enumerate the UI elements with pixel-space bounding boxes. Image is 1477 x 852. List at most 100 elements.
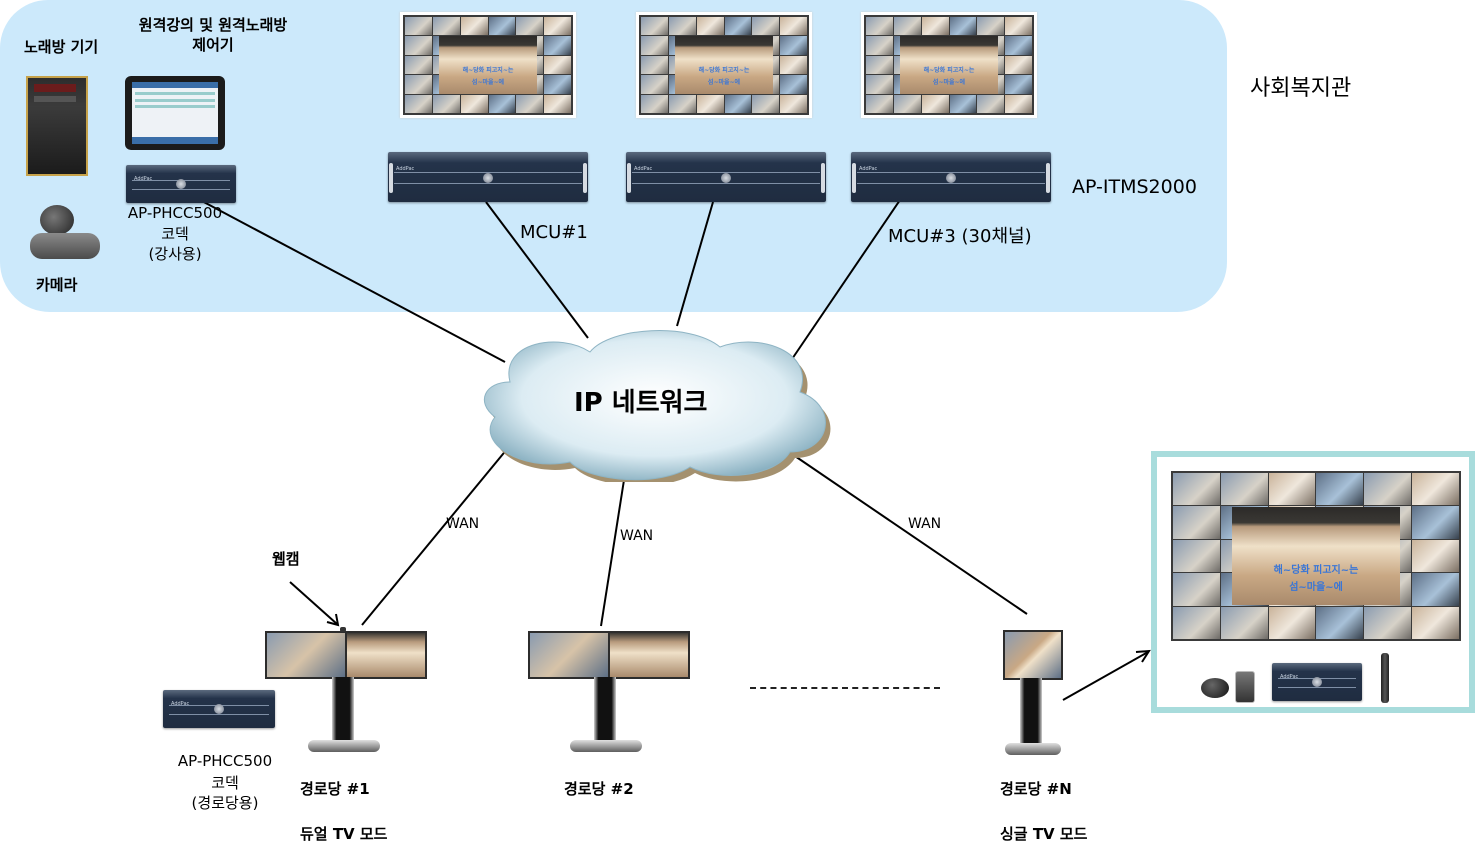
power-knob-icon	[1312, 677, 1322, 688]
detail-arrowhead	[1135, 649, 1151, 663]
video-tile	[1005, 55, 1032, 75]
video-tile	[1005, 75, 1032, 94]
karaoke-machine-icon	[26, 76, 88, 176]
brand-text: AddPac	[396, 166, 415, 172]
video-tile	[752, 17, 780, 36]
ptz-camera-icon	[30, 203, 100, 261]
mcu2-server: AddPac	[626, 152, 826, 202]
rack-handle	[852, 163, 856, 193]
video-tile	[668, 17, 696, 36]
brand-text: AddPac	[859, 166, 878, 172]
mcu1-label: MCU#1	[520, 222, 588, 243]
video-tile	[1412, 473, 1459, 506]
video-tile	[1316, 606, 1364, 639]
video-tile	[405, 94, 432, 113]
camera-label: 카메라	[36, 276, 78, 294]
video-tile	[696, 94, 724, 113]
brand-text: AddPac	[171, 700, 190, 707]
video-tile	[641, 55, 668, 75]
video-tile	[977, 94, 1005, 113]
lyric-line2: 섬~마을~에	[471, 78, 505, 86]
video-tile	[1316, 473, 1364, 506]
video-tile	[1220, 606, 1268, 639]
power-knob-icon	[214, 704, 224, 715]
video-tile	[488, 94, 516, 113]
video-tile	[488, 17, 516, 36]
video-tile	[921, 17, 949, 36]
video-tile	[460, 17, 488, 36]
mouse-icon	[1201, 678, 1229, 698]
video-tile	[1364, 606, 1412, 639]
site1-stand-base	[308, 740, 380, 752]
power-knob-icon	[946, 172, 956, 183]
lyric-line1: 해~당화 피고지~는	[923, 67, 975, 74]
instructor-codec-type: 코덱	[161, 225, 189, 243]
video-tile	[1173, 506, 1220, 539]
webcam-pointer-arrow	[289, 581, 338, 625]
site2-stand-base	[570, 740, 642, 752]
video-tile	[1412, 506, 1459, 539]
more-sites-ellipsis	[750, 687, 940, 689]
video-tile	[752, 94, 780, 113]
video-tile	[1412, 573, 1459, 606]
video-tile	[1173, 606, 1220, 639]
video-tile	[893, 17, 921, 36]
lyric-line1: 해~당화 피고지~는	[462, 67, 514, 74]
site2-tv-left	[528, 631, 610, 679]
detail-video-wall: 해~당화 피고지~는 섬~마을~에	[1171, 471, 1461, 641]
detail-lyric-line1: 해~당화 피고지~는	[1273, 564, 1359, 576]
video-tile	[866, 17, 893, 36]
detail-lyric-line2: 섬~마을~에	[1289, 581, 1343, 593]
site1-stand-pole	[332, 677, 354, 745]
mcu-model-label: AP-ITMS2000	[1072, 176, 1197, 198]
rack-handle	[389, 163, 393, 193]
site2-stand-pole	[594, 677, 616, 745]
siten-stand-base	[1005, 743, 1061, 755]
video-tile	[780, 17, 807, 36]
video-tile	[1412, 539, 1459, 573]
video-tile	[949, 17, 977, 36]
site-codec-use: (경로당용)	[191, 794, 259, 812]
video-tile	[866, 94, 893, 113]
mcu1-server: AddPac	[388, 152, 588, 202]
rack-handle	[583, 163, 587, 193]
video-tile	[921, 94, 949, 113]
site1-tv-right	[345, 631, 427, 679]
region-title: 사회복지관	[1250, 76, 1352, 101]
video-tile	[516, 94, 544, 113]
video-tile	[1173, 539, 1220, 573]
webcam-arrowhead	[326, 613, 340, 627]
video-tile	[1005, 17, 1032, 36]
wan-label-siten: WAN	[908, 516, 942, 532]
video-tile	[405, 36, 432, 55]
site1-tv-left	[265, 631, 347, 679]
video-tile	[405, 75, 432, 94]
site1-label: 경로당 #1	[300, 780, 370, 798]
video-tile	[780, 75, 807, 94]
video-tile	[460, 94, 488, 113]
brand-text: AddPac	[134, 175, 153, 182]
video-tile	[668, 94, 696, 113]
webcam-label: 웹캠	[272, 550, 300, 568]
siten-tv	[1003, 630, 1063, 680]
instructor-codec-device: AddPac	[126, 165, 236, 203]
video-tile	[641, 17, 668, 36]
video-tile	[1412, 606, 1459, 639]
ip-network-label: IP 네트워크	[574, 388, 708, 418]
site2-tv-right	[608, 631, 690, 679]
site2-label: 경로당 #2	[564, 780, 634, 798]
video-tile	[724, 94, 752, 113]
webcam-icon	[340, 627, 346, 632]
siten-mode-label: 싱글 TV 모드	[1000, 825, 1088, 843]
video-tile	[1173, 473, 1220, 506]
video-tile	[544, 55, 571, 75]
detail-pointer-arrow	[1062, 651, 1149, 701]
site-codec-model: AP-PHCC500	[177, 752, 273, 770]
video-tile	[544, 75, 571, 94]
mcu3-server: AddPac	[851, 152, 1051, 202]
detail-codec-device: AddPac	[1272, 663, 1362, 701]
video-tile	[641, 36, 668, 55]
microphone-icon	[1381, 653, 1389, 703]
